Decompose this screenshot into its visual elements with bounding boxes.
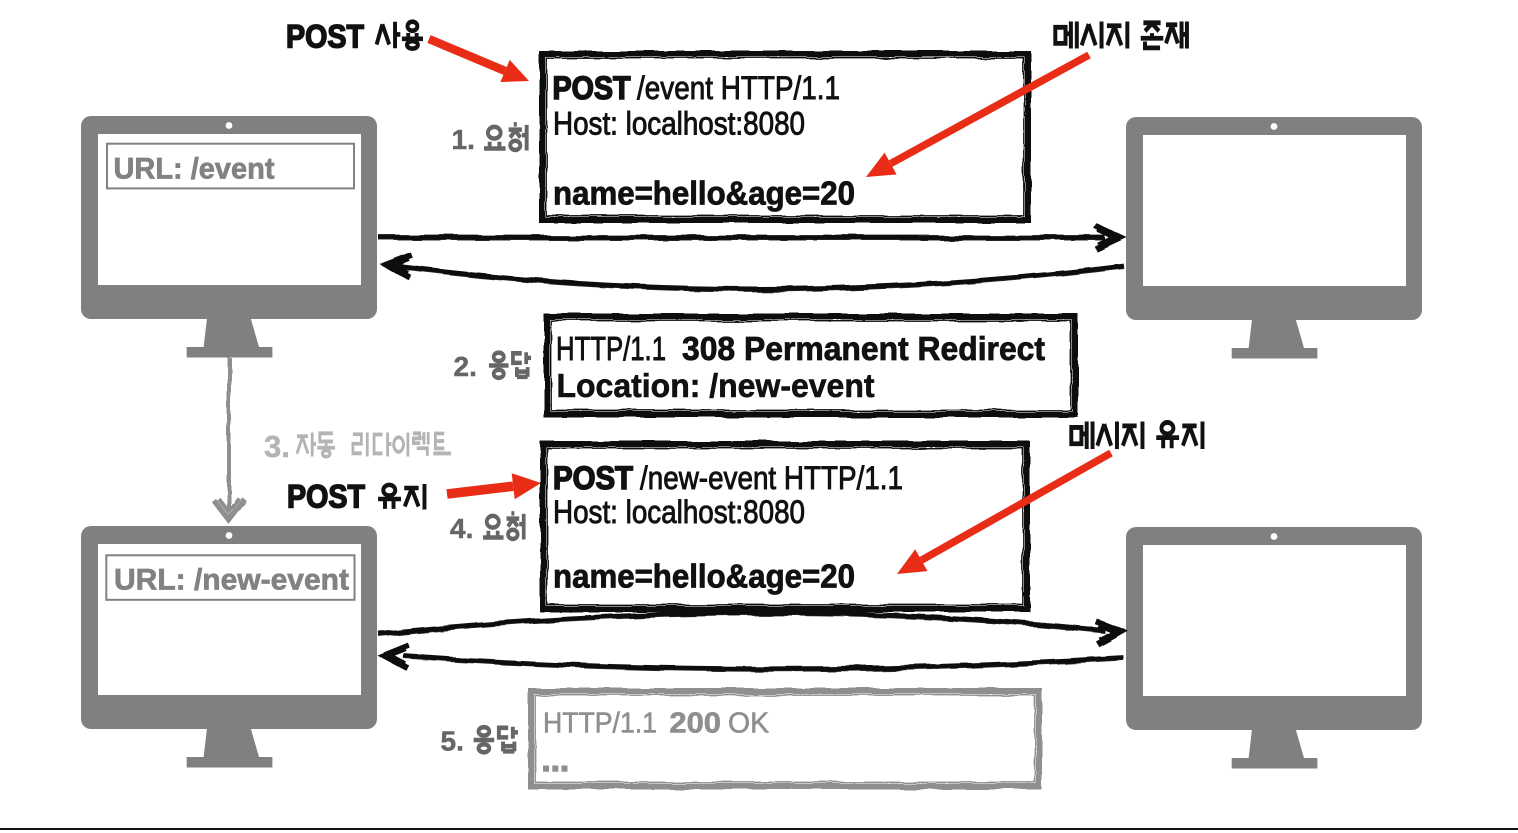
svg-text:Host: localhost:8080: Host: localhost:8080 — [553, 106, 805, 142]
svg-text:Host: localhost:8080: Host: localhost:8080 — [553, 494, 805, 530]
svg-text:name=hello&age=20: name=hello&age=20 — [553, 558, 855, 595]
svg-text:HTTP/1.1: HTTP/1.1 — [556, 330, 666, 367]
svg-text:name=hello&age=20: name=hello&age=20 — [553, 175, 855, 212]
svg-text:URL: /new-event: URL: /new-event — [114, 564, 349, 597]
svg-text:5.: 5. — [441, 726, 464, 757]
svg-text:POST: POST — [553, 460, 633, 496]
svg-text:POST: POST — [287, 479, 365, 515]
svg-text:POST: POST — [286, 19, 364, 55]
svg-text:2.: 2. — [454, 351, 477, 382]
svg-text:200: 200 — [669, 707, 721, 739]
svg-text:/new-event HTTP/1.1: /new-event HTTP/1.1 — [640, 460, 903, 496]
svg-text:POST: POST — [553, 70, 631, 106]
svg-text:4.: 4. — [450, 513, 473, 544]
svg-text:3.: 3. — [264, 429, 290, 464]
svg-text:OK: OK — [728, 707, 770, 739]
svg-text:308 Permanent Redirect: 308 Permanent Redirect — [682, 330, 1045, 367]
svg-text:/event HTTP/1.1: /event HTTP/1.1 — [637, 70, 840, 106]
svg-text:1.: 1. — [452, 124, 475, 155]
svg-text:Location: /new-event: Location: /new-event — [557, 367, 875, 404]
svg-text:URL: /event: URL: /event — [114, 153, 275, 186]
svg-text:HTTP/1.1: HTTP/1.1 — [543, 707, 657, 739]
